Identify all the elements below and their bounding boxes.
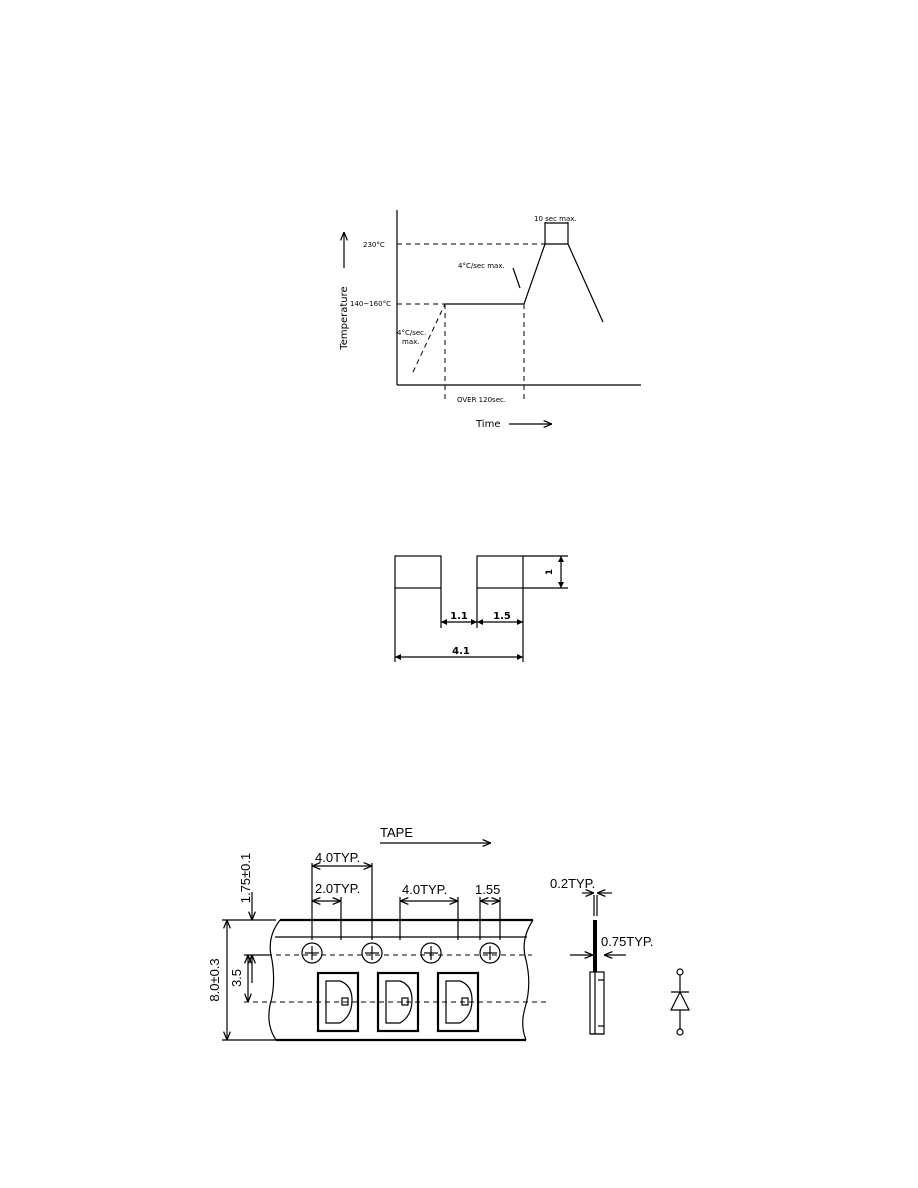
center-offset-label: 3.5: [229, 969, 244, 987]
thickness-label: 0.2TYP.: [550, 876, 595, 891]
hole-offset-label: 2.0TYP.: [315, 881, 360, 896]
component-pocket-1: [316, 971, 360, 1033]
sprocket-hole-4: [479, 942, 501, 964]
temperature-axis-label: Temperature: [339, 286, 350, 350]
tape-direction-label: TAPE: [380, 825, 413, 840]
tape-side-profile: [589, 920, 605, 1035]
sprocket-hole-1: [301, 942, 323, 964]
preheat-duration-label: OVER 120sec.: [457, 396, 506, 404]
diode-symbol-icon: [670, 968, 690, 1036]
time-axis-label: Time: [475, 419, 500, 430]
sprocket-hole-2: [361, 942, 383, 964]
pitch-middle-label: 4.0TYP.: [402, 882, 447, 897]
preheat-ramp-line: [412, 303, 446, 373]
solder-pad-diagram: 1.1 1.5 4.1 1: [394, 555, 568, 662]
preheat-rate-label-line2: max.: [402, 338, 419, 346]
preheat-temp-label: 140~160°C: [350, 300, 391, 308]
component-pocket-3: [436, 971, 480, 1033]
tape-left-break: [268, 919, 281, 1041]
tape-right-break: [522, 919, 534, 1041]
reflow-profile-diagram: Temperature Time 230°C 140~160°C 4°C/sec…: [339, 210, 641, 430]
pitch-top-label: 4.0TYP.: [315, 850, 360, 865]
peak-temp-label: 230°C: [363, 241, 385, 249]
pad-right: [476, 555, 524, 589]
ramp-up-leader: [512, 267, 521, 289]
peak-duration-label: 10 sec max.: [534, 215, 577, 223]
total-width-label: 4.1: [452, 646, 470, 657]
tape-width-label: 8.0±0.3: [207, 958, 222, 1001]
preheat-rate-label-line1: 4°C/sec.: [397, 329, 426, 337]
pad-width-label: 1.5: [493, 611, 511, 622]
sprocket-hole-3: [420, 942, 442, 964]
pad-left: [394, 555, 442, 589]
ramp-up-rate-label: 4°C/sec max.: [458, 262, 505, 270]
edge-offset-label: 1.75±0.1: [238, 853, 253, 904]
gap-label: 1.1: [450, 611, 468, 622]
hole-diameter-label: 1.55: [475, 882, 500, 897]
component-pocket-2: [376, 971, 420, 1033]
tape-reel-diagram: TAPE: [207, 825, 690, 1042]
pad-height-label: 1: [545, 569, 555, 575]
cavity-depth-label: 0.75TYP.: [601, 934, 654, 949]
reflow-profile-curve: [445, 243, 604, 323]
